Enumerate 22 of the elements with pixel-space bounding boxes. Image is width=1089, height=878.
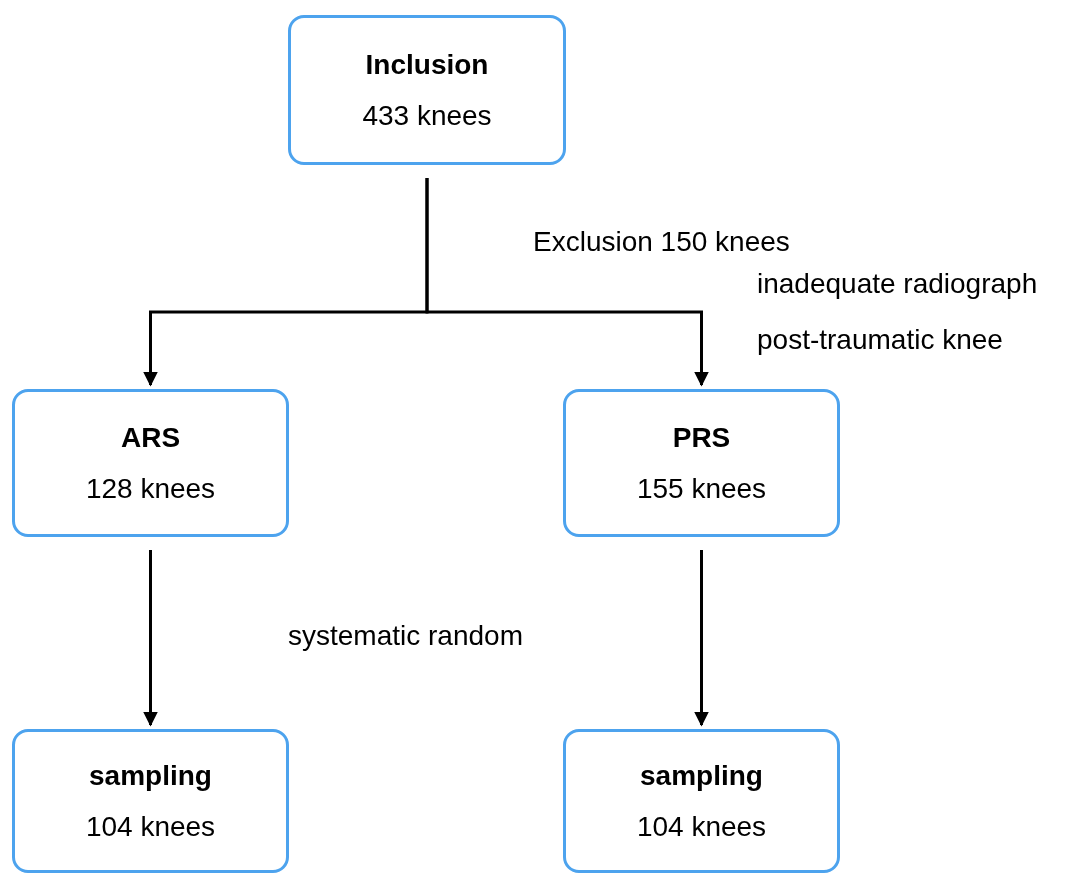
box-title: sampling <box>640 759 763 793</box>
box-title: PRS <box>672 421 731 455</box>
process-box <box>12 729 289 873</box>
arrow <box>425 178 709 387</box>
box-count: 155 knees <box>636 472 767 506</box>
box-count: 104 knees <box>85 810 216 844</box>
arrow <box>694 550 709 727</box>
process-box <box>563 729 840 873</box>
box-title: Inclusion <box>365 48 489 82</box>
process-box <box>288 15 566 165</box>
note-text: systematic random <box>288 619 523 653</box>
note-text: Exclusion 150 knees <box>533 225 790 259</box>
box-title: sampling <box>89 759 212 793</box>
process-box <box>563 389 840 537</box>
box-count: 104 knees <box>636 810 767 844</box>
box-count: 128 knees <box>85 472 216 506</box>
arrow <box>143 550 158 727</box>
note-text: post-traumatic knee <box>757 323 1003 357</box>
note-text: inadequate radiograph <box>757 267 1038 301</box>
box-title: ARS <box>120 421 181 455</box>
process-box <box>12 389 289 537</box>
box-count: 433 knees <box>362 99 492 133</box>
